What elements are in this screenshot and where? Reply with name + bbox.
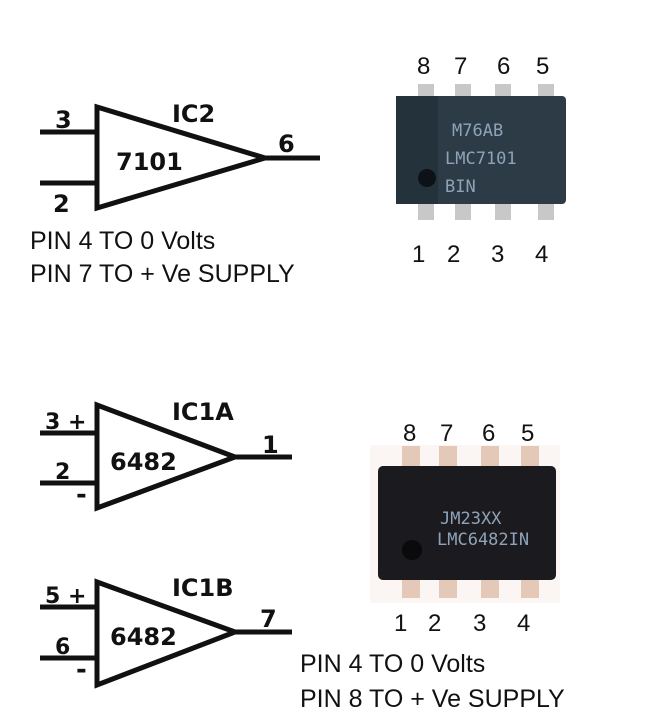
ic1b-part: 6482	[110, 623, 177, 651]
chip1-pin-6: 6	[497, 53, 510, 80]
chip1-marking-line2: LMC7101	[445, 149, 517, 169]
chip2-marking-line2: LMC6482IN	[437, 530, 529, 550]
ic1b-pin-inv: 6	[55, 635, 70, 660]
chip2-pin-6: 6	[482, 420, 495, 447]
ic1a-minus: -	[76, 480, 87, 510]
chip2-marking-line1: JM23XX	[440, 509, 502, 529]
ic1a-pin-out: 1	[262, 431, 279, 459]
ic2-note-supply: PIN 7 TO + Ve SUPPLY	[30, 260, 295, 288]
ic2-part: 7101	[116, 148, 183, 176]
chip2-pin-5: 5	[521, 420, 534, 447]
chip2-pin-7: 7	[440, 420, 453, 447]
ic2-pin-out: 6	[278, 130, 295, 158]
chip1-pin-1: 1	[412, 241, 425, 268]
chip2-note-supply: PIN 8 TO + Ve SUPPLY	[300, 685, 565, 713]
ic1b-label: IC1B	[172, 574, 234, 602]
chip1-pin-2: 2	[447, 241, 460, 268]
ic1b-minus: -	[76, 655, 87, 685]
chip1-marking-line1: M76AB	[452, 121, 503, 141]
chip2-pin-3: 3	[473, 610, 486, 637]
chip1-pin-8: 8	[417, 53, 430, 80]
chip2-pin-1: 1	[394, 610, 407, 637]
ic2-pin-inv: 2	[53, 190, 70, 218]
chip2-package	[370, 445, 560, 603]
ic2-pin-noninv: 3	[55, 106, 72, 134]
ic1a-label: IC1A	[172, 398, 234, 426]
ic1a-part: 6482	[110, 448, 177, 476]
chip1-marking-line3: BIN	[445, 177, 476, 197]
chip1-pin-4: 4	[535, 241, 548, 268]
ic2-note-ground: PIN 4 TO 0 Volts	[30, 227, 215, 255]
chip1-pin-3: 3	[491, 241, 504, 268]
ic1b-pin-out: 7	[260, 605, 277, 633]
ic2-label: IC2	[172, 100, 215, 128]
chip2-note-ground: PIN 4 TO 0 Volts	[300, 650, 485, 678]
ic1b-pin-noninv: 5 +	[45, 584, 86, 609]
chip1-pin-5: 5	[536, 53, 549, 80]
ic1a-pin-noninv: 3 +	[45, 410, 86, 435]
ic1a-pin-inv: 2	[55, 460, 70, 485]
ic1a-opamp-symbol	[40, 401, 292, 512]
ic1b-opamp-symbol	[40, 578, 292, 689]
chip2-pin-2: 2	[428, 610, 441, 637]
chip1-package	[396, 84, 566, 220]
chip2-pin-8: 8	[403, 420, 416, 447]
chip2-pin-4: 4	[517, 610, 530, 637]
chip1-pin-7: 7	[454, 53, 467, 80]
ic2-opamp-symbol	[40, 103, 320, 212]
